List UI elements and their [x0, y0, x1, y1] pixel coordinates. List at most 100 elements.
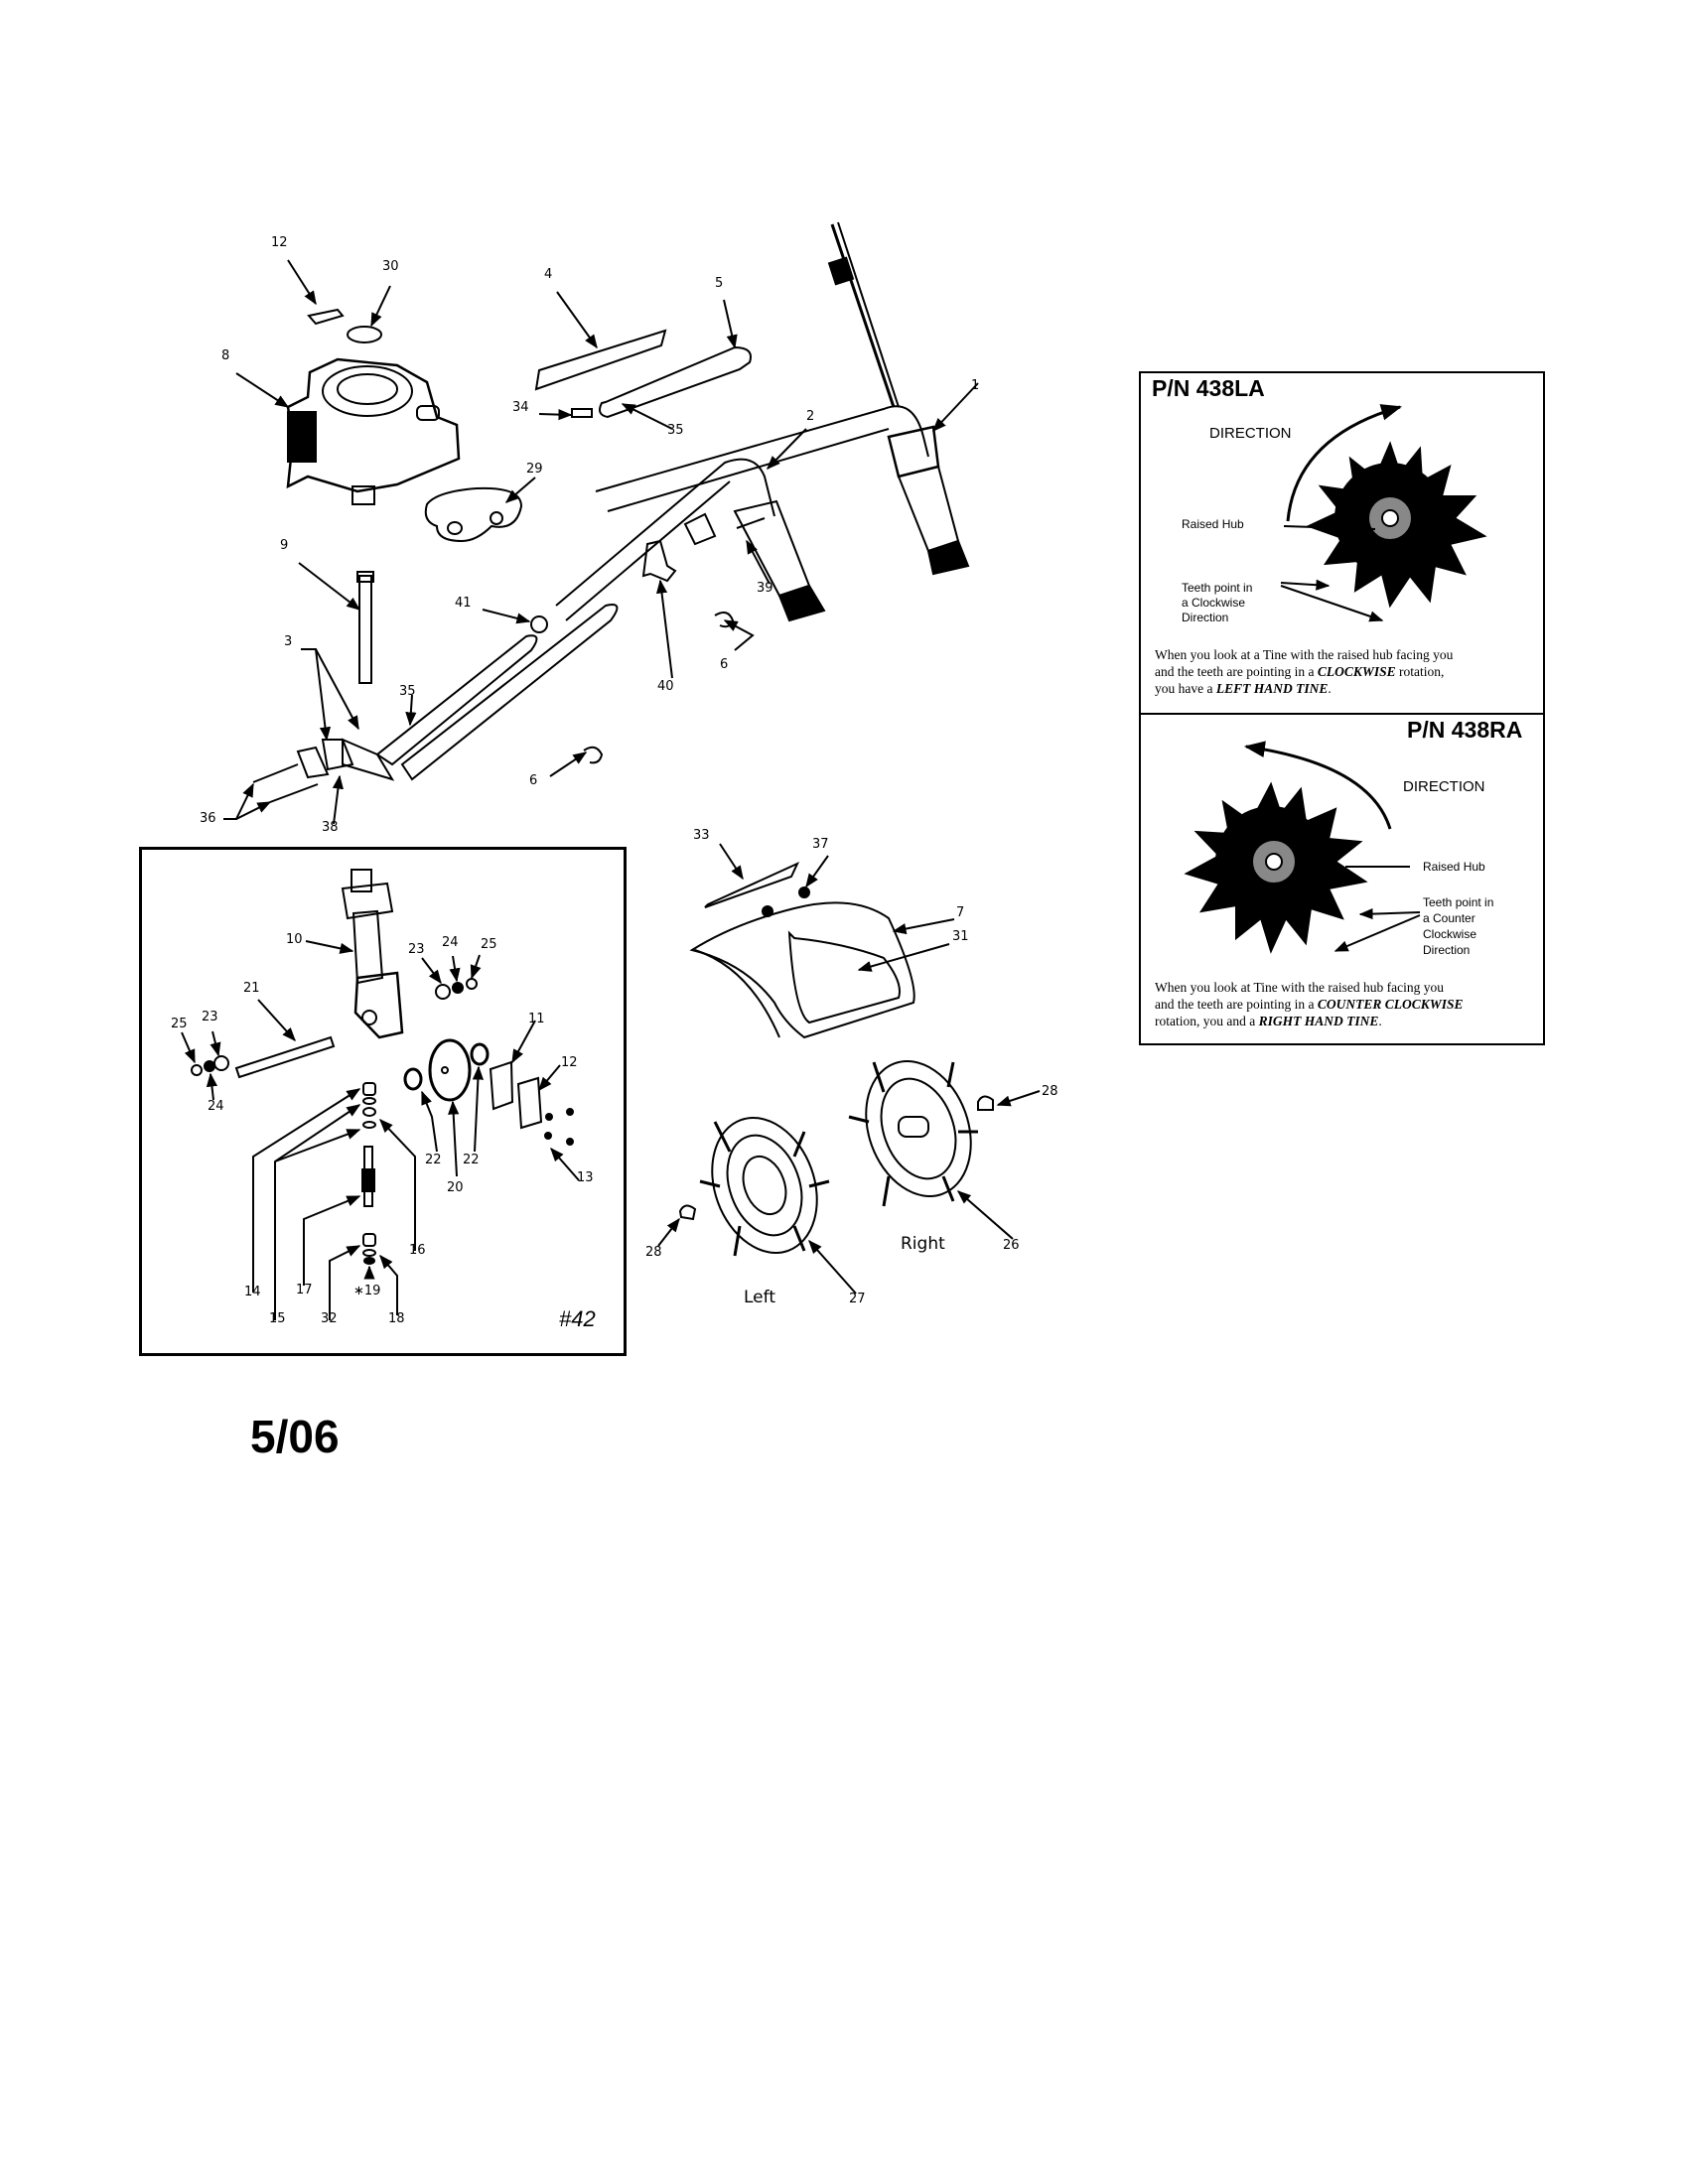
- raised-hub-label: Raised Hub: [1423, 860, 1485, 874]
- left-hand-description: When you look at a Tine with the raised …: [1155, 647, 1542, 698]
- ball-knob-icon: [482, 609, 548, 633]
- callout-29: 29: [526, 462, 543, 477]
- callout-16: 16: [409, 1243, 426, 1258]
- callout-9: 9: [280, 538, 289, 553]
- callout-3: 3: [284, 634, 293, 649]
- callout-36: 36: [200, 811, 216, 826]
- callout-40: 40: [657, 679, 674, 694]
- revision-date: 5/06: [250, 1411, 340, 1462]
- callout-28: 28: [645, 1245, 662, 1260]
- clip-icon: [549, 746, 604, 777]
- callout-35: 35: [667, 423, 684, 438]
- callout-30: 30: [382, 259, 399, 274]
- desc-line: When you look at a Tine with the raised …: [1155, 647, 1454, 662]
- spacer-leader: [332, 774, 344, 825]
- callout-2: 2: [806, 409, 815, 424]
- callout-14: 14: [244, 1285, 261, 1299]
- left-tine-icon: [699, 1117, 857, 1295]
- callout-15: 15: [269, 1311, 286, 1326]
- teeth-label-line3: Direction: [1182, 611, 1229, 624]
- callout-10: 10: [286, 932, 303, 947]
- shield-decal-icon: [704, 843, 800, 908]
- right-hand-description: When you look at Tine with the raised hu…: [1155, 980, 1544, 1030]
- screw-icon: [544, 1108, 580, 1181]
- bottom-bearing-icon: [329, 1233, 398, 1320]
- right-tine-caption: Right: [901, 1234, 945, 1254]
- teeth-label-line2: a Clockwise: [1182, 596, 1246, 610]
- teeth-label-line1: Teeth point in: [1182, 581, 1253, 595]
- callout-34: 34: [512, 400, 529, 415]
- tine-pin-icon: [977, 1090, 1041, 1111]
- callout-37: 37: [812, 837, 829, 852]
- tine-pin-icon: [657, 1204, 697, 1247]
- bearing-icon: [403, 1042, 490, 1153]
- bracket-icon: [683, 512, 717, 546]
- teeth-label-line2: a Counter: [1423, 911, 1475, 925]
- callout-35: 35: [399, 684, 416, 699]
- gearbox-housing-icon: [305, 869, 404, 1039]
- teeth-label-line4: Direction: [1423, 943, 1471, 957]
- desc-line: you have a LEFT HAND TINE.: [1155, 680, 1332, 696]
- counter-clockwise-tine-icon: [1184, 741, 1421, 954]
- lower-handle-frame-icon: [296, 604, 619, 781]
- callout-38: 38: [322, 820, 339, 835]
- bolt-icon: [538, 408, 593, 421]
- callout-5: 5: [715, 276, 724, 291]
- desc-line: and the teeth are pointing in a COUNTER …: [1155, 996, 1464, 1012]
- gear-icon: [428, 1038, 472, 1177]
- tine-orientation-panel: [1139, 371, 1545, 1045]
- callout-11: 11: [528, 1012, 545, 1026]
- direction-label: DIRECTION: [1209, 425, 1292, 442]
- callout-25: 25: [171, 1017, 188, 1031]
- bearing-washer-group-icon: [421, 954, 482, 1000]
- gasket-icon: [424, 477, 536, 543]
- teeth-label-line3: Clockwise: [1423, 927, 1477, 941]
- tine-shield-icon: [689, 901, 955, 1039]
- handle-tube-icon: [555, 428, 826, 622]
- nut-leader: [621, 403, 673, 430]
- callout-7: 7: [956, 905, 965, 920]
- upper-handle-bar-icon: [599, 299, 752, 419]
- callout-27: 27: [849, 1292, 866, 1306]
- decal-icon: [287, 259, 345, 326]
- callout-24: 24: [208, 1099, 224, 1114]
- desc-line: and the teeth are pointing in a CLOCKWIS…: [1155, 663, 1445, 679]
- bolt-icon: [736, 517, 771, 585]
- callout-23: 23: [408, 942, 425, 957]
- oval-decal-icon: [347, 285, 391, 343]
- callout-8: 8: [221, 348, 230, 363]
- callout-4: 4: [544, 267, 553, 282]
- callout-21: 21: [243, 981, 260, 996]
- callout-18: 18: [388, 1311, 405, 1326]
- callout-6: 6: [529, 773, 538, 788]
- callout-19: ∗19: [353, 1284, 381, 1298]
- callout-33: 33: [693, 828, 710, 843]
- panel-divider: [1139, 713, 1545, 715]
- teeth-label-line1: Teeth point in: [1423, 895, 1494, 909]
- handle-decal-icon: [534, 291, 667, 391]
- part-number-438la: P/N 438LA: [1152, 375, 1265, 401]
- raised-hub-label: Raised Hub: [1182, 517, 1244, 531]
- callout-39: 39: [757, 581, 773, 596]
- callout-24: 24: [442, 935, 459, 950]
- desc-line: When you look at Tine with the raised hu…: [1155, 980, 1444, 995]
- clip-icon: [714, 611, 755, 651]
- pin-icon: [223, 763, 319, 820]
- callout-32: 32: [321, 1311, 338, 1326]
- desc-line: rotation, you and a RIGHT HAND TINE.: [1155, 1013, 1382, 1028]
- callout-26: 26: [1003, 1238, 1020, 1253]
- callout-20: 20: [447, 1180, 464, 1195]
- long-bolt-icon: [298, 562, 374, 684]
- part-number-438ra: P/N 438RA: [1407, 717, 1523, 743]
- callout-17: 17: [296, 1283, 313, 1297]
- callout-22: 22: [463, 1153, 480, 1167]
- callout-28: 28: [1042, 1084, 1058, 1099]
- callout-6: 6: [720, 657, 729, 672]
- engine-icon: [235, 357, 461, 505]
- cover-gasket-icon: [489, 1020, 561, 1130]
- callout-23: 23: [202, 1010, 218, 1024]
- callout-22: 22: [425, 1153, 442, 1167]
- axle-shaft-icon: [234, 999, 336, 1079]
- clockwise-tine-icon: [1280, 404, 1487, 622]
- right-tine-icon: [848, 1060, 1014, 1240]
